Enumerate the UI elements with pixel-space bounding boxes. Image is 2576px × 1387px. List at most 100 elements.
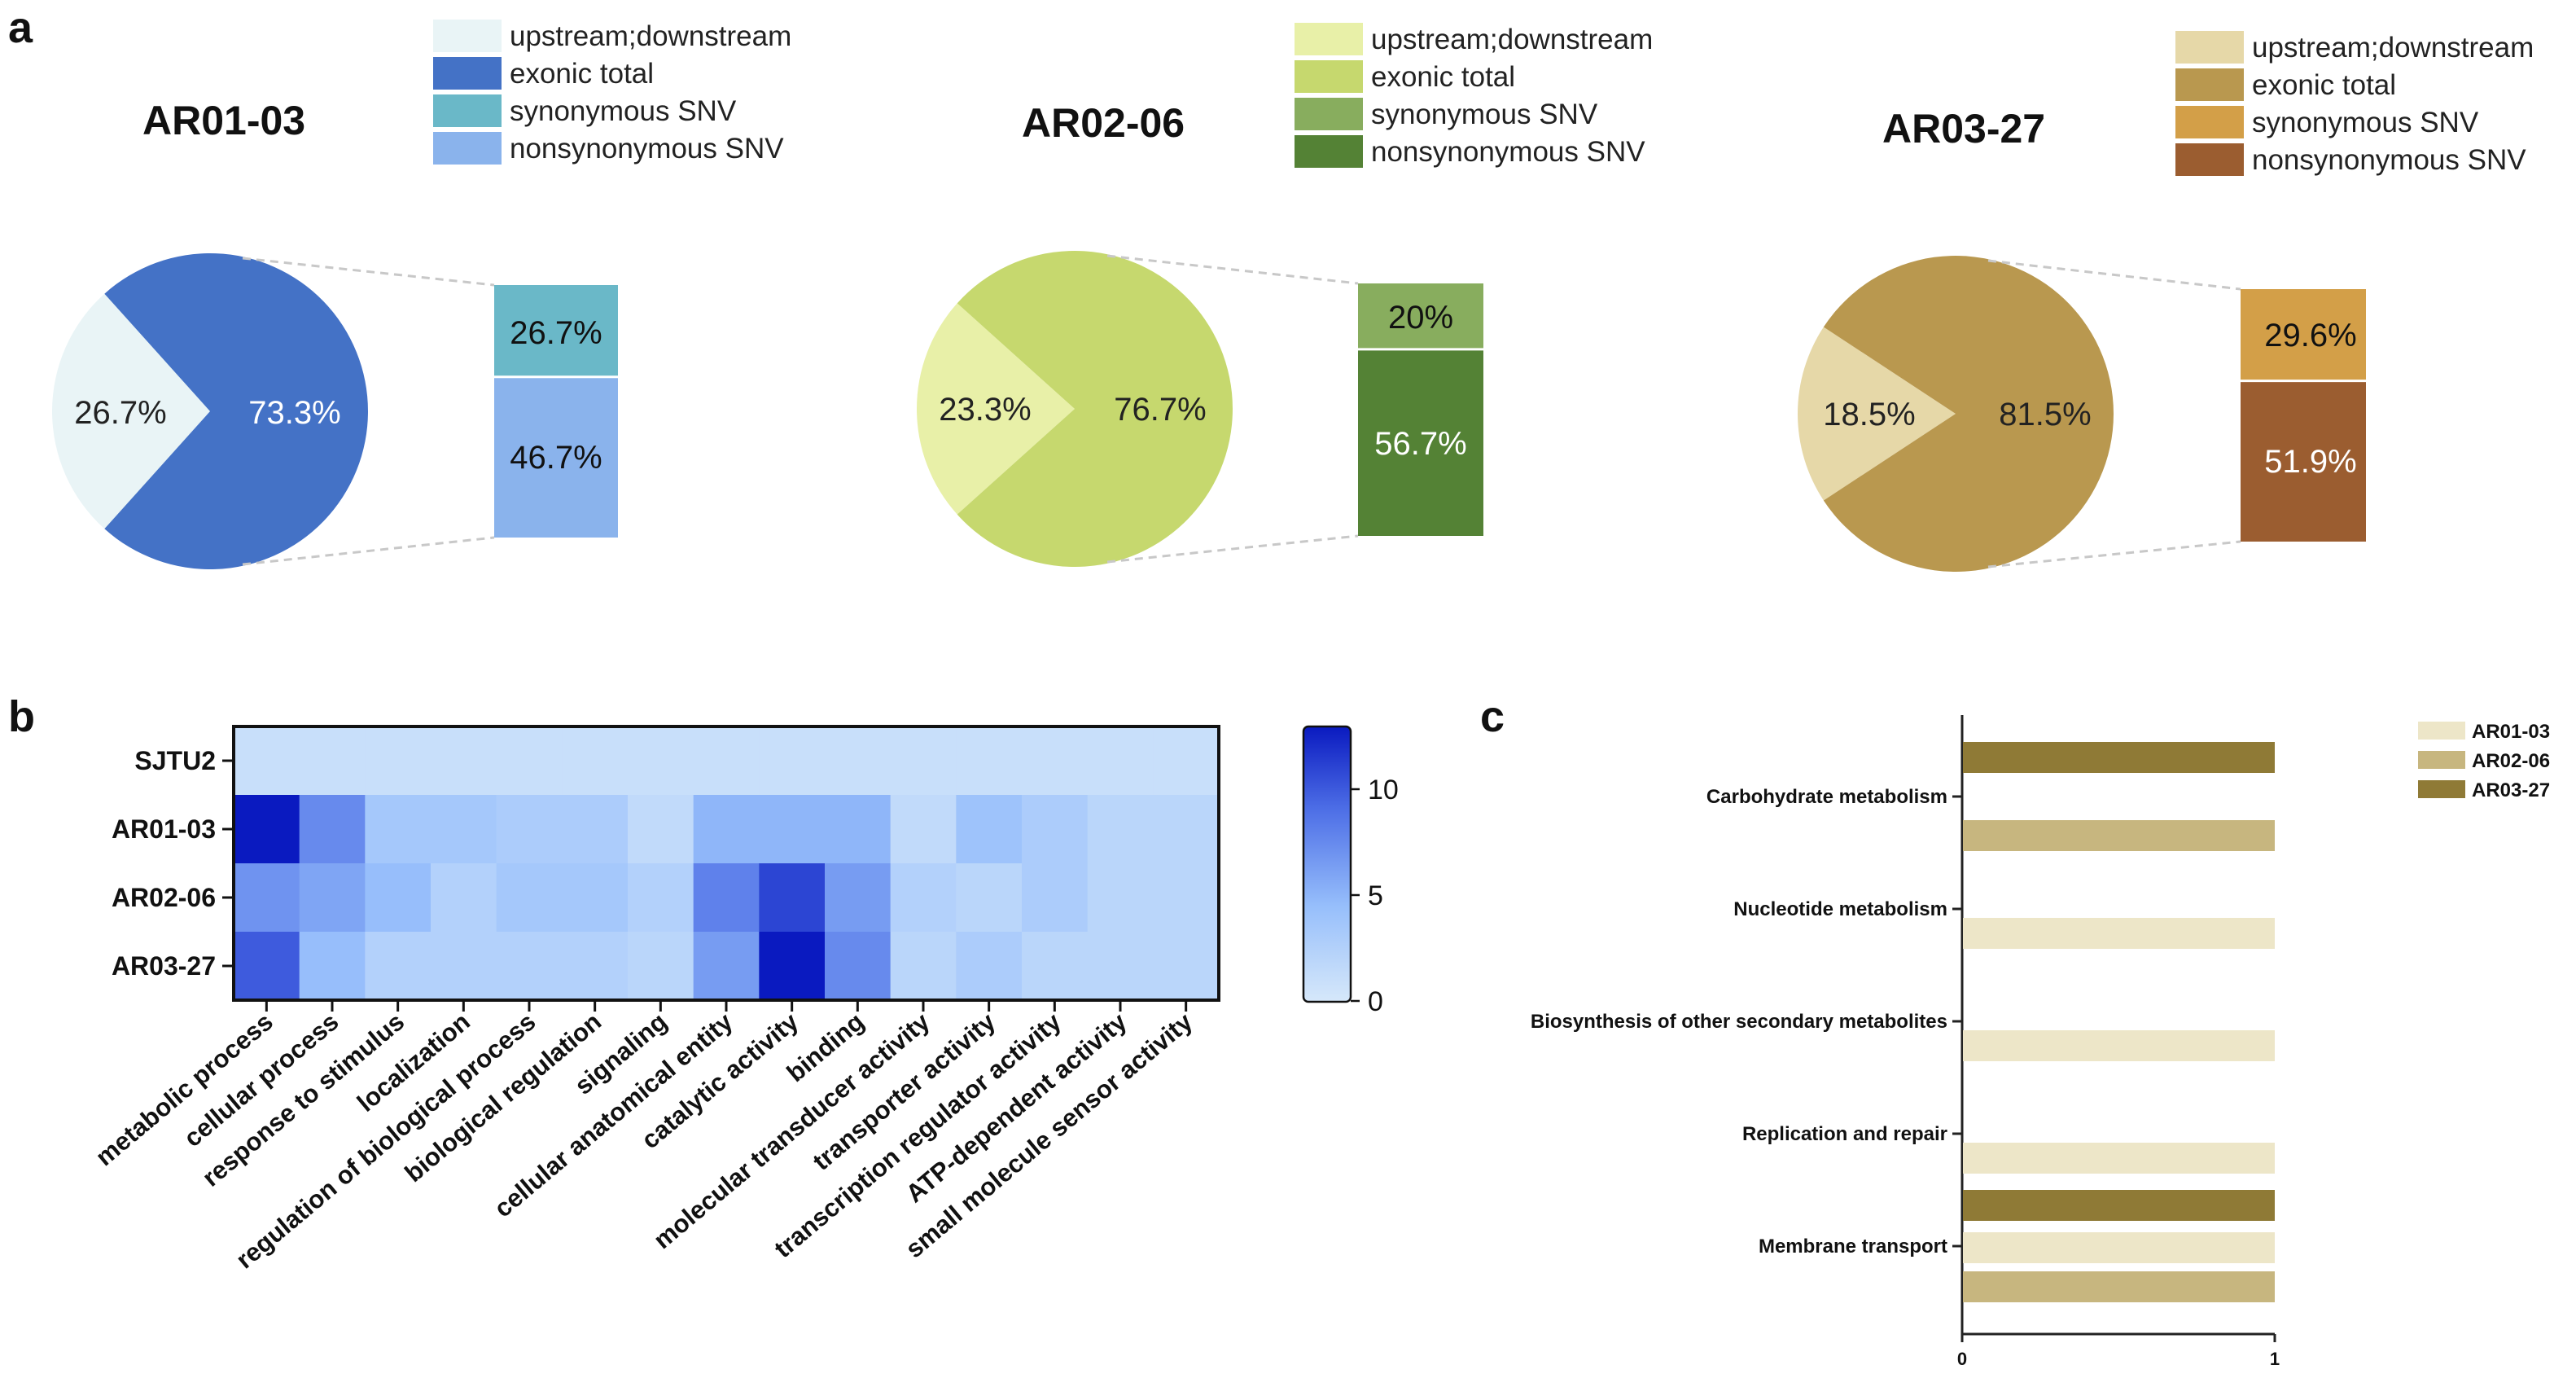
slice-label-exonic: 76.7% xyxy=(1114,392,1206,428)
category-label: Biosynthesis of other secondary metaboli… xyxy=(1531,1011,1947,1033)
heatmap-cell xyxy=(759,795,826,864)
heatmap-cell xyxy=(890,726,957,796)
connector-line-bottom xyxy=(1987,540,2241,568)
heatmap-cell xyxy=(562,863,629,933)
bar-ar03-27 xyxy=(1963,742,2275,773)
legend-swatch-ar02-06 xyxy=(2418,751,2465,769)
legend-swatch-syn xyxy=(433,94,502,127)
category-label: Replication and repair xyxy=(1742,1123,1947,1145)
heatmap-cell xyxy=(299,863,366,933)
heatmap-cell xyxy=(1087,932,1154,1001)
heatmap-cell xyxy=(628,863,694,933)
legend-label-ar03-27: AR03-27 xyxy=(2472,779,2550,801)
legend-swatch-syn xyxy=(2175,106,2244,138)
legend-label-syn: synonymous SNV xyxy=(1371,99,1598,130)
connector-line-bottom xyxy=(242,536,495,566)
heatmap-cell xyxy=(693,932,760,1001)
heatmap-cell xyxy=(496,795,563,864)
pie-slice-exonic xyxy=(104,253,368,569)
legend-swatch-ar03-27 xyxy=(2418,780,2465,798)
heatmap-cell xyxy=(365,932,432,1001)
bar-segment-nonsyn xyxy=(494,376,618,538)
panel-b-letter: b xyxy=(8,692,35,741)
legend-swatch-updown xyxy=(433,20,502,52)
heatmap-cell xyxy=(496,726,563,796)
heatmap-cell xyxy=(365,795,432,864)
legend-label-ar01-03: AR01-03 xyxy=(2472,721,2550,743)
heatmap-cell xyxy=(299,726,366,796)
heatmap-cell xyxy=(1153,863,1220,933)
bar-label-nonsyn: 56.7% xyxy=(1374,426,1466,462)
sample-ar03-27-group: AR03-27 upstream;downstream exonic total… xyxy=(1798,31,2534,572)
sample-title-ar03-27: AR03-27 xyxy=(1882,106,2045,151)
heatmap-cell xyxy=(759,726,826,796)
heatmap-cell xyxy=(1087,726,1154,796)
legend-label-nonsyn: nonsynonymous SNV xyxy=(1371,136,1645,168)
heatmap-cell xyxy=(431,863,497,933)
slice-label-exonic: 81.5% xyxy=(1999,397,2091,432)
pie-slice-updown xyxy=(917,303,1075,515)
legend-label-nonsyn: nonsynonymous SNV xyxy=(2252,144,2526,176)
colorbar-tick-0: 0 xyxy=(1368,986,1383,1017)
x-axis-tick-label: 1 xyxy=(2270,1349,2280,1369)
sample-ar01-03-group: AR01-03 upstream;downstream exonic total… xyxy=(51,20,791,569)
heatmap-cell xyxy=(234,863,300,933)
heatmap-cell xyxy=(234,932,300,1001)
legend-label-updown: upstream;downstream xyxy=(510,20,791,52)
bar-label-syn: 20% xyxy=(1388,300,1453,336)
heatmap-cell xyxy=(825,932,892,1001)
legend-swatch-syn xyxy=(1295,98,1363,130)
heatmap-cell xyxy=(956,795,1023,864)
legend-label-syn: synonymous SNV xyxy=(510,95,737,127)
category-label: Membrane transport xyxy=(1759,1236,1947,1258)
heatmap xyxy=(232,725,1220,1002)
heatmap-cell xyxy=(628,795,694,864)
colorbar xyxy=(1302,725,1352,1003)
bar-segment-syn xyxy=(2241,289,2366,381)
connector-line-top xyxy=(1106,254,1359,285)
panel-a-letter: a xyxy=(8,3,33,52)
heatmap-cell xyxy=(759,932,826,1001)
x-axis-tick-label: 0 xyxy=(1957,1349,1967,1369)
heatmap-cell xyxy=(365,863,432,933)
pie-slice-updown xyxy=(1798,327,1956,501)
legend-label-ar02-06: AR02-06 xyxy=(2472,750,2550,772)
bar-ar02-06 xyxy=(1963,1271,2275,1302)
heatmap-cell xyxy=(956,726,1023,796)
heatmap-cell xyxy=(1153,726,1220,796)
connector-line-bottom xyxy=(1106,534,1359,564)
pie-chart-ar01-03 xyxy=(51,253,618,569)
heatmap-cell xyxy=(628,932,694,1001)
heatmap-cell xyxy=(1022,795,1089,864)
legend-label-exonic: exonic total xyxy=(1371,61,1515,93)
legend-label-exonic: exonic total xyxy=(2252,69,2396,101)
heatmap-cell xyxy=(825,795,892,864)
heatmap-cell xyxy=(299,932,366,1001)
panel-c-letter: c xyxy=(1480,692,1505,741)
legend-swatch-exonic xyxy=(433,57,502,90)
heatmap-cell xyxy=(693,726,760,796)
heatmap-cell xyxy=(890,863,957,933)
legend-swatch-nonsyn xyxy=(433,132,502,165)
bar-label-nonsyn: 46.7% xyxy=(510,440,602,476)
slice-label-updown: 26.7% xyxy=(74,395,166,431)
legend-swatch-updown xyxy=(1295,23,1363,55)
pie-slice-exonic xyxy=(957,251,1233,567)
heatmap-cell xyxy=(431,795,497,864)
legend-swatch-exonic xyxy=(2175,68,2244,101)
bar-ar01-03 xyxy=(1963,1143,2275,1174)
legend-label-updown: upstream;downstream xyxy=(1371,24,1653,55)
heatmap-cell xyxy=(825,863,892,933)
bar-ar01-03 xyxy=(1963,1030,2275,1061)
heatmap-cell xyxy=(628,726,694,796)
legend-label-updown: upstream;downstream xyxy=(2252,32,2534,64)
legend-swatch-nonsyn xyxy=(2175,143,2244,176)
heatmap-cell xyxy=(1022,932,1089,1001)
connector-line-top xyxy=(1987,259,2241,291)
bar-segment-nonsyn xyxy=(1358,349,1483,536)
bar-ar01-03 xyxy=(1963,1232,2275,1263)
heatmap-cell xyxy=(496,932,563,1001)
